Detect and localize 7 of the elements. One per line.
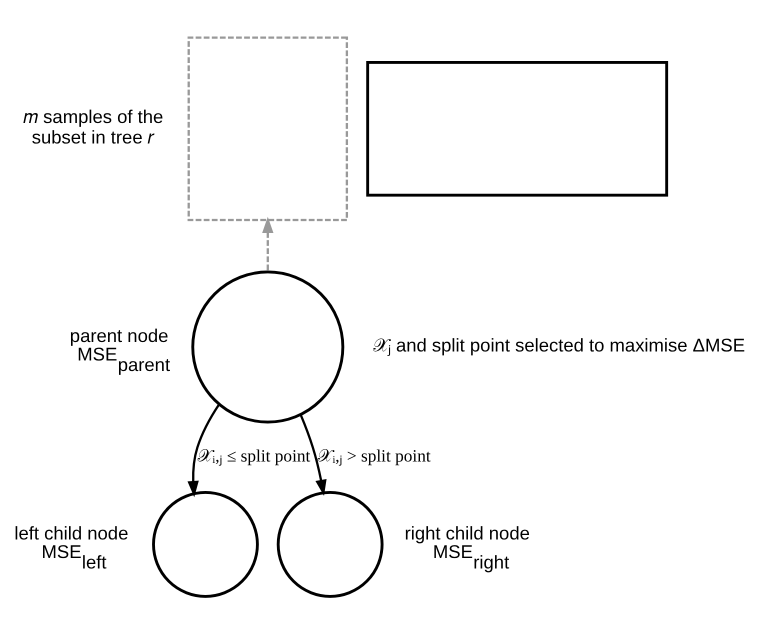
node-label: right child node: [404, 522, 530, 544]
label: 𝒳ⱼ and split point selected to maximise ΔMSE: [372, 334, 746, 355]
node-label: parent node: [70, 324, 168, 346]
edge-label: 𝒳ᵢ,ⱼ ≤ split point: [197, 446, 310, 465]
node-label: left child node: [14, 522, 128, 544]
node-label: 𝑚 samples of the subset in tree 𝑟: [23, 105, 164, 148]
edge-label: 𝒳ᵢ,ⱼ > split point: [317, 446, 431, 465]
